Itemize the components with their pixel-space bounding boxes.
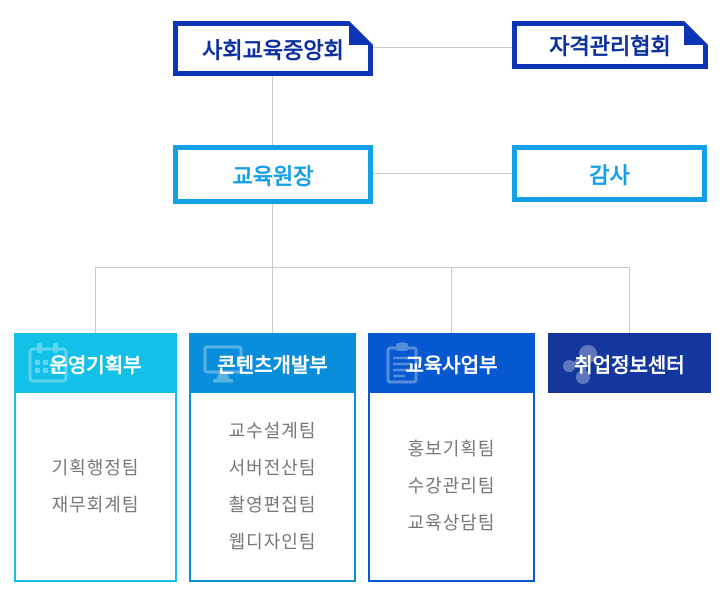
org-node-label: 자격관리협회 xyxy=(549,34,671,59)
dept-label: 콘텐츠개발부 xyxy=(217,354,328,377)
connector-line xyxy=(272,203,273,267)
folded-corner-decoration xyxy=(684,21,708,45)
org-node-director: 교육원장 xyxy=(173,145,373,204)
team-item: 서버전산팀 xyxy=(228,457,317,478)
connector-line xyxy=(95,267,630,268)
dept-header: 교육사업부 xyxy=(368,333,535,393)
dept-label: 취업정보센터 xyxy=(574,354,685,377)
team-item: 교육상담팀 xyxy=(407,513,496,533)
dept-column-employment-info-center: 취업정보센터 xyxy=(548,333,711,393)
dept-header: 운영기획부 xyxy=(14,333,177,393)
org-node-headquarters: 사회교육중앙회 xyxy=(173,21,373,76)
team-item: 재무회계팀 xyxy=(51,494,140,515)
team-item: 교수설계팀 xyxy=(228,420,317,441)
team-item: 웹디자인팀 xyxy=(228,531,317,552)
dept-label: 운영기획부 xyxy=(49,354,142,377)
dept-label: 교육사업부 xyxy=(405,354,498,377)
connector-line xyxy=(451,267,452,333)
connector-line xyxy=(272,76,273,145)
org-node-label: 교육원장 xyxy=(232,163,314,189)
dept-header: 취업정보센터 xyxy=(548,333,711,393)
connector-line xyxy=(373,173,512,174)
dept-column-education-business: 교육사업부 홍보기획팀 수강관리팀 교육상담팀 xyxy=(368,333,535,582)
calendar-icon xyxy=(28,343,68,383)
team-item: 수강관리팀 xyxy=(407,476,496,496)
dept-team-list: 홍보기획팀 수강관리팀 교육상담팀 xyxy=(368,393,535,582)
dept-header: 콘텐츠개발부 xyxy=(189,333,356,393)
org-node-label: 감사 xyxy=(589,162,630,188)
dept-team-list: 기획행정팀 재무회계팀 xyxy=(14,393,177,582)
connector-line xyxy=(629,267,630,333)
dept-column-operations-planning: 운영기획부 기획행정팀 재무회계팀 xyxy=(14,333,177,582)
clipboard-icon xyxy=(386,342,418,384)
connector-line xyxy=(272,267,273,333)
team-item: 기획행정팀 xyxy=(51,457,140,478)
folded-corner-decoration xyxy=(349,21,373,45)
connector-line xyxy=(373,47,512,48)
network-icon xyxy=(563,345,597,384)
dept-team-list: 교수설계팀 서버전산팀 촬영편집팀 웹디자인팀 xyxy=(189,393,356,582)
connector-line xyxy=(95,267,96,333)
org-node-audit: 감사 xyxy=(512,145,707,202)
monitor-icon xyxy=(203,345,243,383)
org-node-label: 사회교육중앙회 xyxy=(202,37,344,63)
org-node-certification-assoc: 자격관리협회 xyxy=(512,21,708,69)
team-item: 홍보기획팀 xyxy=(407,439,496,459)
team-item: 촬영편집팀 xyxy=(228,494,317,515)
dept-column-content-development: 콘텐츠개발부 교수설계팀 서버전산팀 촬영편집팀 웹디자인팀 xyxy=(189,333,356,582)
